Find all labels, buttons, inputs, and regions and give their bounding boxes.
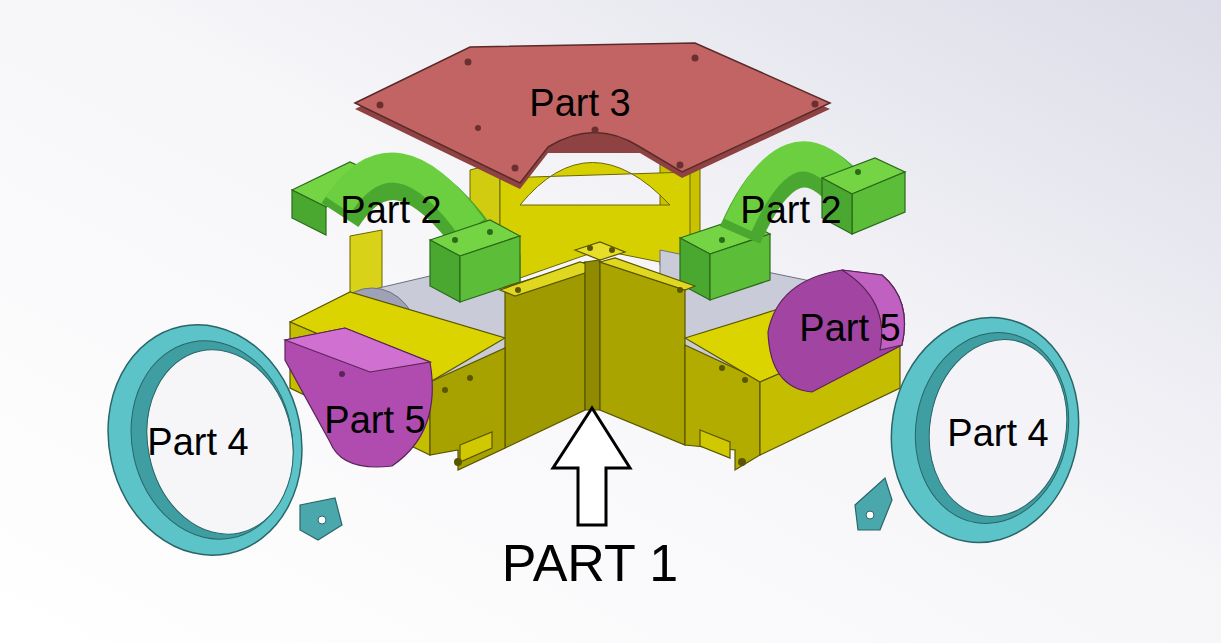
part-label: Part 2 [740,191,841,229]
part-label: Part 2 [340,191,441,229]
mount-rings [87,303,1096,574]
part-label: Part 3 [529,84,630,122]
part-label: Part 4 [147,423,248,461]
part-label: Part 4 [947,414,1048,452]
pointer-arrow [553,408,630,525]
part-label: PART 1 [502,537,678,589]
part-label: Part 5 [799,309,900,347]
part-label: Part 5 [324,401,425,439]
